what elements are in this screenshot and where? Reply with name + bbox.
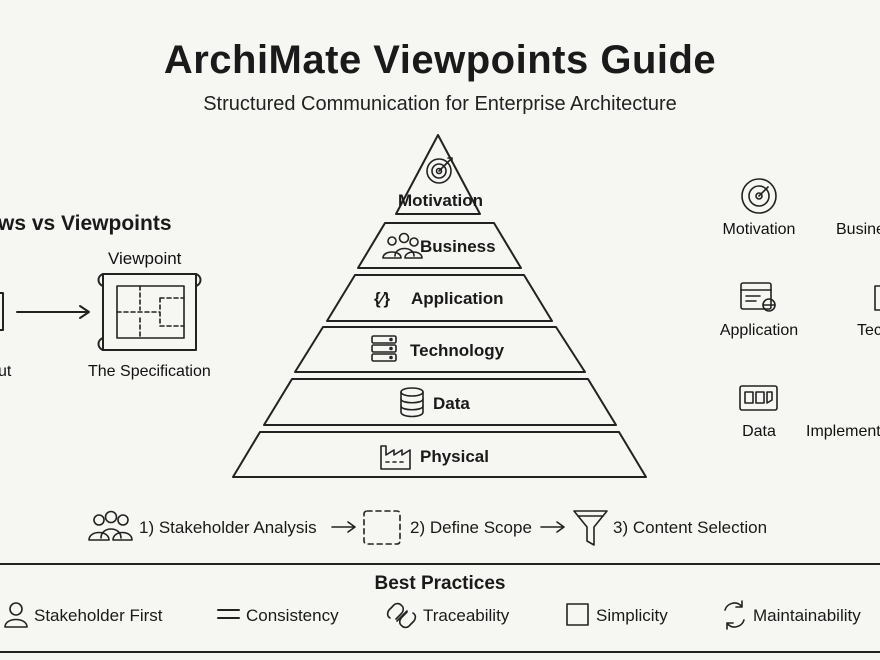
view-caption: ut: [0, 363, 12, 380]
page-subtitle: Structured Communication for Enterprise …: [203, 93, 677, 115]
left-partial-box: [0, 292, 4, 331]
right-label-application: Application: [719, 322, 799, 339]
pyramid-label-data: Data: [433, 394, 470, 413]
equals-icon: [217, 609, 240, 619]
factory-icon: [380, 445, 411, 470]
pyramid-layer-application: [326, 274, 553, 322]
best-practices-heading: Best Practices: [374, 573, 506, 594]
best-practice-traceability: Traceability: [423, 606, 510, 625]
refresh-icon: [724, 600, 745, 630]
partial-icon: [874, 285, 880, 311]
process-step-1: 1) Stakeholder Analysis: [139, 518, 317, 537]
server-icon: [371, 335, 397, 362]
best-practice-consistency: Consistency: [246, 606, 339, 625]
link-icon: [386, 602, 417, 629]
right-label-implementation: Implement: [806, 423, 880, 440]
target-icon: [426, 157, 453, 184]
pyramid-label-physical: Physical: [420, 447, 489, 466]
right-label-data: Data: [742, 423, 776, 440]
best-practice-maintainability: Maintainability: [753, 606, 861, 625]
best-practice-stakeholder-first: Stakeholder First: [34, 606, 163, 625]
pyramid-layer-technology: [294, 326, 586, 373]
pyramid-label-technology: Technology: [410, 341, 505, 360]
viewpoint-label: Viewpoint: [108, 249, 182, 268]
pyramid-label-motivation: Motivation: [398, 191, 483, 210]
people-icon: [88, 510, 133, 541]
right-label-business: Busine: [836, 221, 880, 238]
process-step-2: 2) Define Scope: [410, 518, 532, 537]
dashed-square-icon: [363, 510, 401, 545]
people-icon: [382, 232, 423, 259]
target-icon: [741, 178, 777, 214]
code-braces-icon: {⁄}: [374, 289, 391, 308]
square-icon: [566, 603, 589, 626]
funnel-icon: [573, 510, 608, 546]
pyramid-layer-data: [263, 378, 617, 426]
pyramid-label-business: Business: [420, 237, 496, 256]
pyramid-layer-motivation: [395, 134, 481, 215]
viewpoint-caption: The Specification: [88, 363, 211, 380]
arrow-to-viewpoint: [16, 305, 90, 319]
pyramid-layer-physical: [232, 431, 647, 478]
page-title: ArchiMate Viewpoints Guide: [163, 38, 717, 82]
process-step-3: 3) Content Selection: [613, 518, 768, 537]
database-icon: [400, 387, 424, 418]
data-icon: [739, 385, 778, 411]
app-window-icon: [740, 282, 776, 312]
views-vs-viewpoints-heading: ws vs Viewpoints: [0, 212, 172, 235]
pyramid-layer-business: [357, 222, 522, 269]
pyramid-label-application: Application: [411, 289, 504, 308]
blueprint-icon: [97, 273, 202, 351]
right-label-motivation: Motivation: [722, 221, 796, 238]
process-arrow-1: [331, 521, 356, 533]
right-label-technology: Tec: [857, 322, 880, 339]
process-arrow-2: [540, 521, 565, 533]
person-icon: [4, 602, 28, 628]
best-practice-simplicity: Simplicity: [596, 606, 668, 625]
